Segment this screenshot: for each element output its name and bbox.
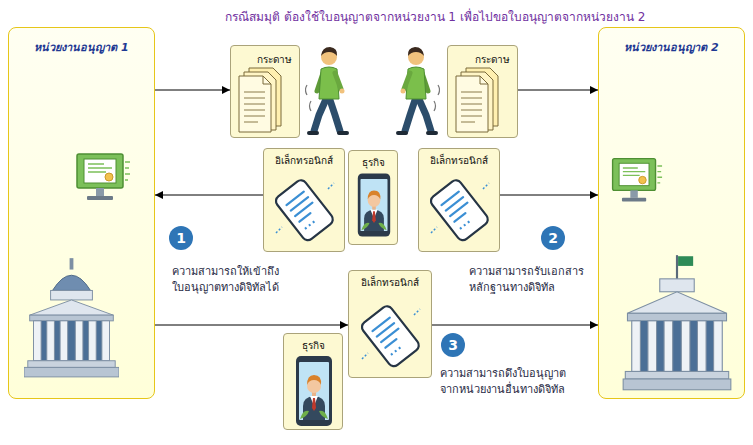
- callout-number: 2: [541, 226, 565, 250]
- callout-circle: [541, 226, 565, 250]
- walking-person: [398, 47, 440, 133]
- paper-stack-icon: [235, 66, 285, 134]
- callout-text: ความสามารถดึงใบอนุญาต จากหน่วยงานอื่นทาง…: [440, 366, 569, 398]
- e-document-icon: [427, 169, 493, 249]
- node-text: หน่วยงานอนุญาต 2: [624, 38, 718, 56]
- electronic-document-box: อิเล็กทรอนิกส์: [418, 148, 500, 252]
- arrow-connector: [518, 90, 598, 91]
- arrow-connector: [155, 90, 230, 91]
- arrow-connector: [500, 195, 598, 196]
- callout-number: 1: [169, 226, 193, 250]
- paper-document-box: กระดาษ: [230, 45, 300, 138]
- callout-number: 3: [441, 333, 465, 357]
- walking-person: [306, 47, 348, 133]
- node-text: ธุรกิจ: [362, 155, 385, 170]
- electronic-document-box: อิเล็กทรอนิกส์: [263, 148, 345, 252]
- government-building-icon: [613, 253, 741, 393]
- government-building-icon: [24, 256, 119, 380]
- phone-businessman-icon: [356, 171, 392, 239]
- node-text: กระดาษ: [257, 52, 292, 67]
- arrow-connector: [155, 325, 348, 326]
- e-document-icon: [358, 295, 424, 375]
- node-text: อิเล็กทรอนิกส์: [430, 153, 488, 168]
- node-text: หน่วยงานอนุญาต 1: [34, 38, 128, 56]
- callout-text: ความสามารถรับเอกสาร หลักฐานทางดิจิทัล: [469, 264, 587, 296]
- callout-circle: [169, 226, 193, 250]
- callout-circle: [441, 333, 465, 357]
- callout-text: ความสามารถให้เข้าถึง ใบอนุญาตทางดิจิทัลไ…: [172, 264, 282, 296]
- node-text: อิเล็กทรอนิกส์: [361, 275, 419, 290]
- paper-document-box: กระดาษ: [447, 45, 518, 138]
- business-box: ธุรกิจ: [348, 150, 398, 245]
- phone-businessman-icon: [294, 355, 334, 427]
- arrow-connector: [155, 195, 263, 196]
- diagram-title: กรณีสมมุติ ต้องใช้ใบอนุญาตจากหน่วยงาน 1 …: [120, 7, 750, 26]
- paper-stack-icon: [452, 66, 502, 134]
- agency-panel: หน่วยงานอนุญาต 1: [8, 27, 155, 399]
- certificate-monitor-icon: [607, 153, 663, 209]
- node-text: ธุรกิจ: [302, 338, 325, 353]
- arrow-connector: [432, 325, 598, 326]
- node-text: กระดาษ: [475, 52, 510, 67]
- agency-panel: หน่วยงานอนุญาต 2: [598, 27, 745, 399]
- certificate-monitor-icon: [71, 148, 131, 208]
- node-text: อิเล็กทรอนิกส์: [275, 153, 333, 168]
- electronic-document-box: อิเล็กทรอนิกส์: [348, 270, 432, 378]
- business-box: ธุรกิจ: [283, 333, 343, 430]
- e-document-icon: [272, 169, 338, 249]
